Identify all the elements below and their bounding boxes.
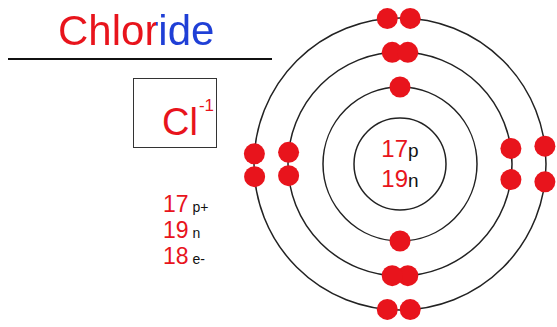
particle-count-label: 19 n: [163, 218, 200, 243]
electron-dot: [244, 166, 265, 187]
electron-shell: [254, 18, 546, 310]
nucleus-count: 17p: [381, 134, 418, 164]
electron-dot: [278, 165, 299, 186]
ion-symbol-box: Cl-1: [133, 78, 217, 148]
nucleus-outline: [353, 117, 447, 211]
particle-count-label: 18 e-: [163, 244, 205, 269]
ion-charge: -1: [199, 97, 214, 114]
electron-dot: [390, 77, 411, 98]
electron-dot: [500, 138, 521, 159]
electron-shell: [288, 52, 512, 276]
electron-dot: [397, 42, 418, 63]
electron-dot: [400, 8, 421, 29]
electron-dot: [377, 8, 398, 29]
particle-symbol: n: [408, 170, 419, 191]
particle-symbol: p: [408, 140, 419, 161]
electron-dot: [244, 143, 265, 164]
count-number: 17: [163, 191, 189, 217]
count-number: 17: [381, 135, 408, 162]
nucleus-circle: 17p19n: [353, 117, 447, 211]
count-number: 19: [381, 165, 408, 192]
electron-group: [244, 8, 556, 320]
electron-dot: [500, 169, 521, 190]
particle-symbol: p+: [189, 199, 209, 215]
element-symbol: Cl: [162, 103, 198, 141]
electron-shell: [323, 87, 477, 241]
particle-symbol: e-: [189, 251, 205, 267]
electron-dot: [377, 299, 398, 320]
electron-dot: [278, 142, 299, 163]
page-title: Chloride: [58, 10, 214, 52]
electron-dot: [534, 136, 555, 157]
count-number: 18: [163, 243, 189, 269]
particle-symbol: n: [189, 225, 201, 241]
title-underline: [8, 58, 272, 60]
particle-count-label: 17 p+: [163, 192, 208, 217]
electron-dot: [382, 265, 403, 286]
electron-dot: [390, 231, 411, 252]
nucleus-count: 19n: [381, 164, 418, 194]
count-number: 19: [163, 217, 189, 243]
electron-dot: [534, 171, 555, 192]
electron-dot: [400, 299, 421, 320]
